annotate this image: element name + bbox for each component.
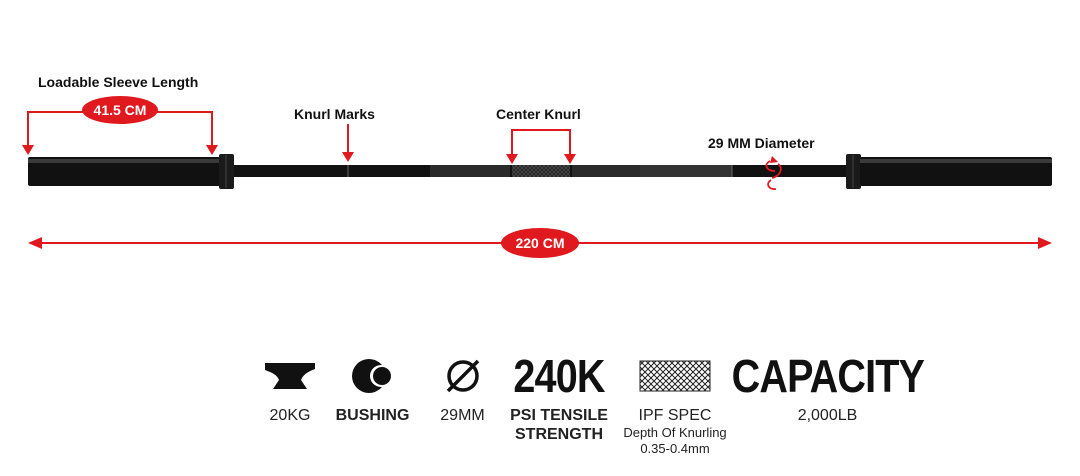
center-knurl-label: Center Knurl: [496, 106, 581, 122]
bushing-icon: [351, 359, 396, 393]
spec-capacity: CAPACITY 2,000LB: [725, 350, 930, 425]
capacity-title: CAPACITY: [731, 350, 924, 402]
knurl-section-left: [430, 165, 510, 177]
spec-diameter-label: 29MM: [440, 407, 485, 424]
spec-tensile-label: PSI TENSILE: [510, 407, 608, 424]
spec-tensile-label-2: STRENGTH: [515, 426, 603, 443]
tensile-value: 240K: [513, 350, 605, 402]
spec-knurling: IPF SPEC Depth Of Knurling 0.35-0.4mm: [610, 350, 740, 457]
knurling-depth-label: Depth Of Knurling: [623, 425, 727, 440]
spec-weight-label: 20KG: [269, 407, 311, 424]
knurling-icon: [639, 360, 711, 392]
rotation-arrow-icon: [765, 160, 782, 190]
spec-bushing: BUSHING: [330, 350, 415, 425]
spec-diameter: 29MM: [425, 350, 500, 425]
spec-knurling-label: IPF SPEC: [638, 407, 712, 424]
sleeve-length-title: Loadable Sleeve Length: [38, 74, 199, 90]
knurl-section-right: [572, 165, 644, 177]
anvil-icon: [265, 363, 315, 389]
diameter-label: 29 MM Diameter: [708, 135, 815, 151]
knurl-marks-label: Knurl Marks: [294, 106, 375, 122]
left-sleeve: [28, 157, 220, 186]
knurling-depth-value: 0.35-0.4mm: [640, 441, 710, 456]
total-length-badge: 220 CM: [501, 228, 579, 258]
sleeve-length-badge: 41.5 CM: [82, 96, 158, 124]
spec-capacity-label: 2,000LB: [797, 407, 858, 424]
diameter-icon: [446, 359, 479, 393]
spec-tensile: 240K PSI TENSILE STRENGTH: [500, 350, 618, 444]
spec-bushing-label: BUSHING: [335, 407, 410, 424]
center-knurl-bracket: [511, 129, 571, 158]
right-sleeve: [860, 157, 1052, 186]
spec-weight: 20KG: [255, 350, 325, 425]
center-knurl-section: [512, 165, 570, 177]
